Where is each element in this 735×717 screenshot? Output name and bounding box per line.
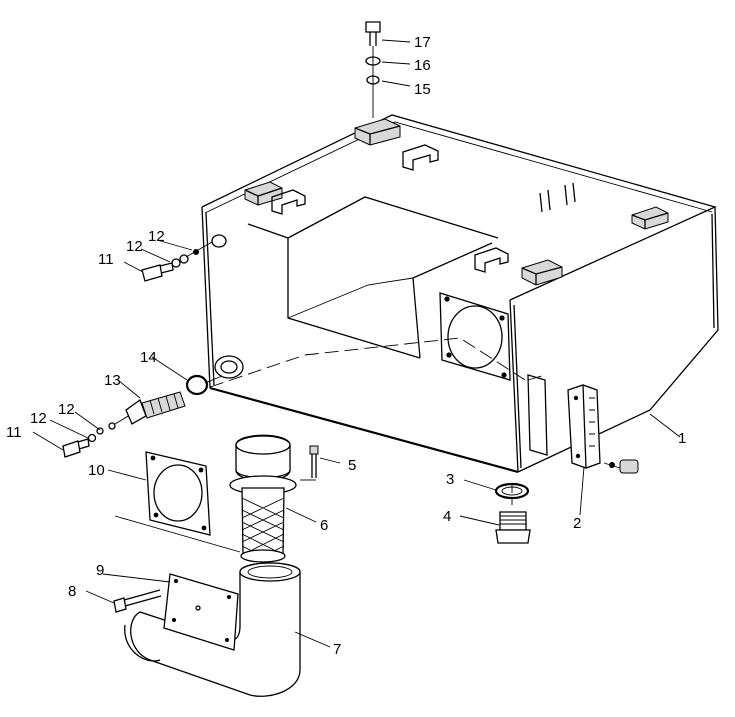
label-part-12-lower-a: 12 [30,410,47,427]
label-part-11-upper: 11 [98,251,114,268]
suction-strainer [125,374,223,425]
flange-gasket [114,451,241,553]
suction-filter [229,434,297,563]
label-part-14: 14 [140,349,157,366]
label-part-9: 9 [96,562,104,579]
label-part-17: 17 [414,34,431,51]
label-part-15: 15 [414,81,431,98]
label-part-12-upper: 12 [126,238,143,255]
label-part-13: 13 [104,372,121,389]
label-part-16: 16 [414,57,431,74]
elbow-pipe [113,562,301,697]
lower-bolt-assembly [62,414,131,458]
label-part-7: 7 [333,641,341,658]
filler-cap-stack [365,21,381,118]
screw [300,445,319,481]
level-gauge [567,384,639,474]
label-part-8: 8 [68,583,76,600]
label-part-6: 6 [320,517,328,534]
upper-bolt-assembly [141,241,213,282]
assembly-lines [209,337,546,505]
label-part-12-lower-b: 12 [58,401,75,418]
tank-body [201,114,719,474]
label-part-1: 1 [678,430,686,447]
part-labels: 17 16 15 11 12 12 14 13 11 12 12 10 5 6 … [6,34,686,658]
label-part-13-upper: 12 [148,228,165,245]
label-part-10: 10 [88,462,105,479]
label-part-3: 3 [446,471,454,488]
leader-lines [32,39,681,648]
label-part-2: 2 [573,515,581,532]
label-part-11-lower: 11 [6,424,22,441]
drain-plug [495,511,531,544]
label-part-4: 4 [443,508,451,525]
label-part-5: 5 [348,457,356,474]
